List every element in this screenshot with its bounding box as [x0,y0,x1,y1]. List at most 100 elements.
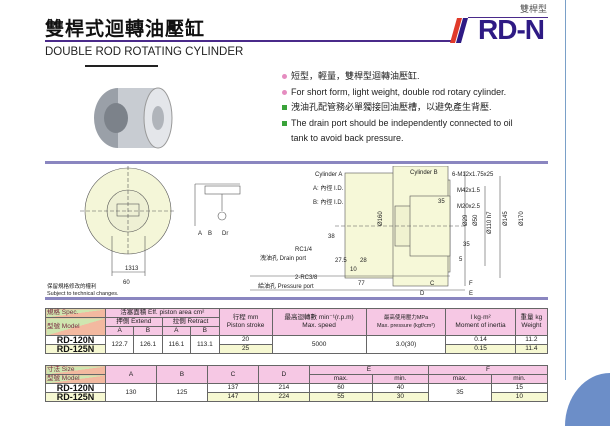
svg-text:給油孔 Pressure port: 給油孔 Pressure port [258,282,314,290]
svg-text:A: A [198,231,202,237]
svg-text:5: 5 [459,257,463,263]
feature-text: The drain port should be independently c… [291,117,513,144]
svg-text:Ø145: Ø145 [503,211,509,226]
photo-frame [85,65,158,67]
decorative-circle [565,373,610,426]
page-title: 雙桿式迴轉油壓缸 [45,19,206,40]
cell: 125 [155,383,208,402]
spec-header: 規格 Spec. [45,308,106,318]
svg-text:35: 35 [438,199,445,205]
svg-text:38: 38 [328,234,335,240]
svg-text:2-RC3/8: 2-RC3/8 [295,275,318,281]
svg-text:77: 77 [358,281,365,287]
cell: 35 [427,383,492,402]
area-header: 活塞面積 Eff. piston area cm² [105,308,220,318]
subtitle: DOUBLE ROD ROTATING CYLINDER [45,46,244,58]
feature-text: 洩油孔配管務必單獨接回油壓槽，以避免產生背壓. [291,102,492,112]
svg-text:35: 35 [463,242,470,248]
svg-text:27.5: 27.5 [335,258,347,264]
col-d: D [257,365,310,384]
cell: 25 [218,344,273,354]
retract-header: 拉側 Retract [161,317,220,327]
svg-text:Ø110 h7: Ø110 h7 [487,211,493,234]
svg-text:1313: 1313 [125,266,139,272]
model-cell: RD-125N [45,344,106,354]
col-e: E [308,365,429,375]
section-divider [45,161,548,164]
cell: 122.7 [104,335,135,354]
pink-dot-icon [282,89,287,95]
cell: 113.1 [190,335,220,354]
svg-text:D: D [420,291,425,296]
svg-text:洩油孔 Drain port: 洩油孔 Drain port [260,254,306,262]
svg-text:C: C [430,281,435,287]
cell: 20 [218,335,273,345]
model-header: 型號 Model [45,317,106,336]
cell: 55 [308,392,373,402]
cell: 224 [257,392,310,402]
svg-text:B: B [208,231,212,237]
green-square-icon [282,120,287,126]
col-b: B [190,326,220,336]
feature-item: 短型，輕量，雙桿型迴轉油壓缸. [282,69,552,85]
col-b: B [133,326,163,336]
speed-header: 最高迴轉數 min⁻¹(r.p.m)Max. speed [271,308,367,336]
cell: 15 [490,383,549,393]
svg-text:E: E [469,291,473,296]
code-rule [468,17,548,18]
col-a: A [105,365,157,384]
svg-text:A: 內徑 I.D.: A: 內徑 I.D. [313,184,344,192]
svg-text:Ø170: Ø170 [519,211,525,226]
svg-text:Ø160: Ø160 [378,211,384,226]
feature-item: The drain port should be independently c… [282,116,552,147]
brand-slash-icon [450,18,468,43]
col-a: A [161,326,192,336]
svg-text:60: 60 [123,280,130,286]
svg-text:M20x2.5: M20x2.5 [457,204,481,210]
model-cell: RD-125N [45,392,106,402]
cell: 130 [105,383,157,402]
cell: 0.15 [445,344,516,354]
feature-list: 短型，輕量，雙桿型迴轉油壓缸. For short form, light we… [282,69,552,147]
feature-item: 洩油孔配管務必單獨接回油壓槽，以避免產生背壓. [282,100,552,116]
svg-text:Cylinder B: Cylinder B [410,170,438,176]
spec-table: 規格 Spec. 活塞面積 Eff. piston area cm² 行程 mm… [45,308,549,354]
svg-text:10: 10 [350,267,357,273]
svg-text:M42x1.5: M42x1.5 [457,188,481,194]
cell: 0.14 [445,335,516,345]
note-zh: 保留規格修改的權利 [47,284,97,290]
extend-header: 押側 Extend [105,317,163,327]
cell: 214 [257,383,310,393]
col-min: min. [490,374,549,384]
svg-text:6-M12x1.75x25: 6-M12x1.75x25 [452,172,494,178]
cell: 60 [308,383,373,393]
page-edge-line [565,0,566,380]
svg-text:Dr: Dr [222,231,228,237]
col-a: A [104,326,135,336]
col-max: max. [427,374,492,384]
cell: 30 [371,392,429,402]
svg-text:Cylinder A: Cylinder A [315,172,342,178]
title-rule [45,40,453,42]
svg-text:RC1/4: RC1/4 [295,247,313,253]
svg-text:Ø50: Ø50 [473,214,479,226]
cell: 126.1 [133,335,163,354]
pink-dot-icon [282,74,287,79]
cell: 11.4 [514,344,549,354]
feature-item: For short form, light weight, double rod… [282,85,552,101]
green-square-icon [282,105,287,110]
cell: 11.2 [514,335,549,345]
col-c: C [206,365,259,384]
size-header: 寸法 Size [45,365,106,375]
cell: 147 [206,392,259,402]
